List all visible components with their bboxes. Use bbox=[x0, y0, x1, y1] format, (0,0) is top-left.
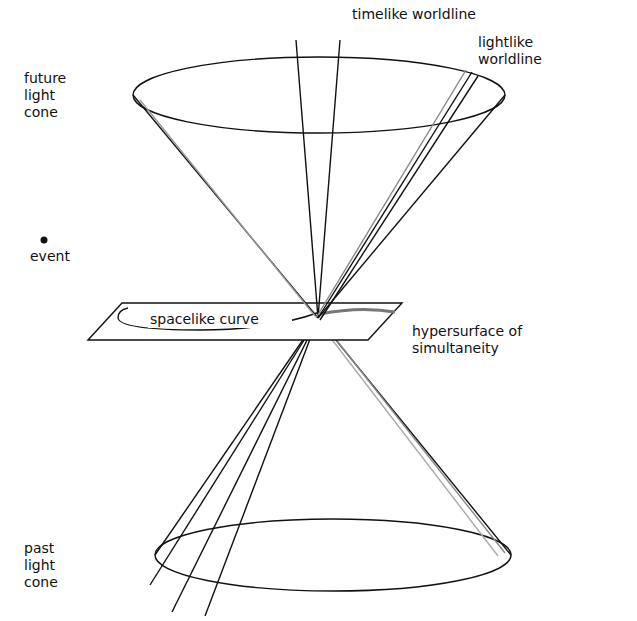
past-cone-rim bbox=[155, 519, 511, 591]
lightlike-line bbox=[316, 70, 466, 318]
label-text: past light cone bbox=[24, 540, 84, 591]
label-text: hypersurface of simultaneity bbox=[412, 323, 537, 357]
spacelike-curve bbox=[118, 308, 320, 330]
timelike-line bbox=[205, 318, 318, 616]
lightlike-line bbox=[318, 72, 472, 318]
timelike-line bbox=[296, 40, 318, 318]
cone-shade bbox=[140, 100, 315, 316]
label-text: spacelike curve bbox=[148, 311, 292, 328]
lightlike-line bbox=[320, 76, 478, 320]
cone-shade bbox=[322, 322, 505, 553]
event-dot bbox=[41, 237, 48, 244]
timelike-line bbox=[172, 318, 318, 612]
timelike-line bbox=[150, 318, 318, 585]
simultaneity-plane bbox=[88, 303, 402, 340]
label-text: future light cone bbox=[24, 70, 86, 121]
timelike-line bbox=[318, 40, 340, 318]
plane-shade bbox=[320, 309, 395, 314]
cone-edge bbox=[133, 95, 318, 318]
cone-shade bbox=[320, 324, 498, 556]
cone-edge bbox=[155, 318, 318, 555]
cone-edge bbox=[318, 95, 505, 318]
label-text: event bbox=[30, 248, 100, 265]
label-text: timelike worldline bbox=[352, 6, 522, 23]
label-text: lightlike worldline bbox=[478, 34, 574, 68]
